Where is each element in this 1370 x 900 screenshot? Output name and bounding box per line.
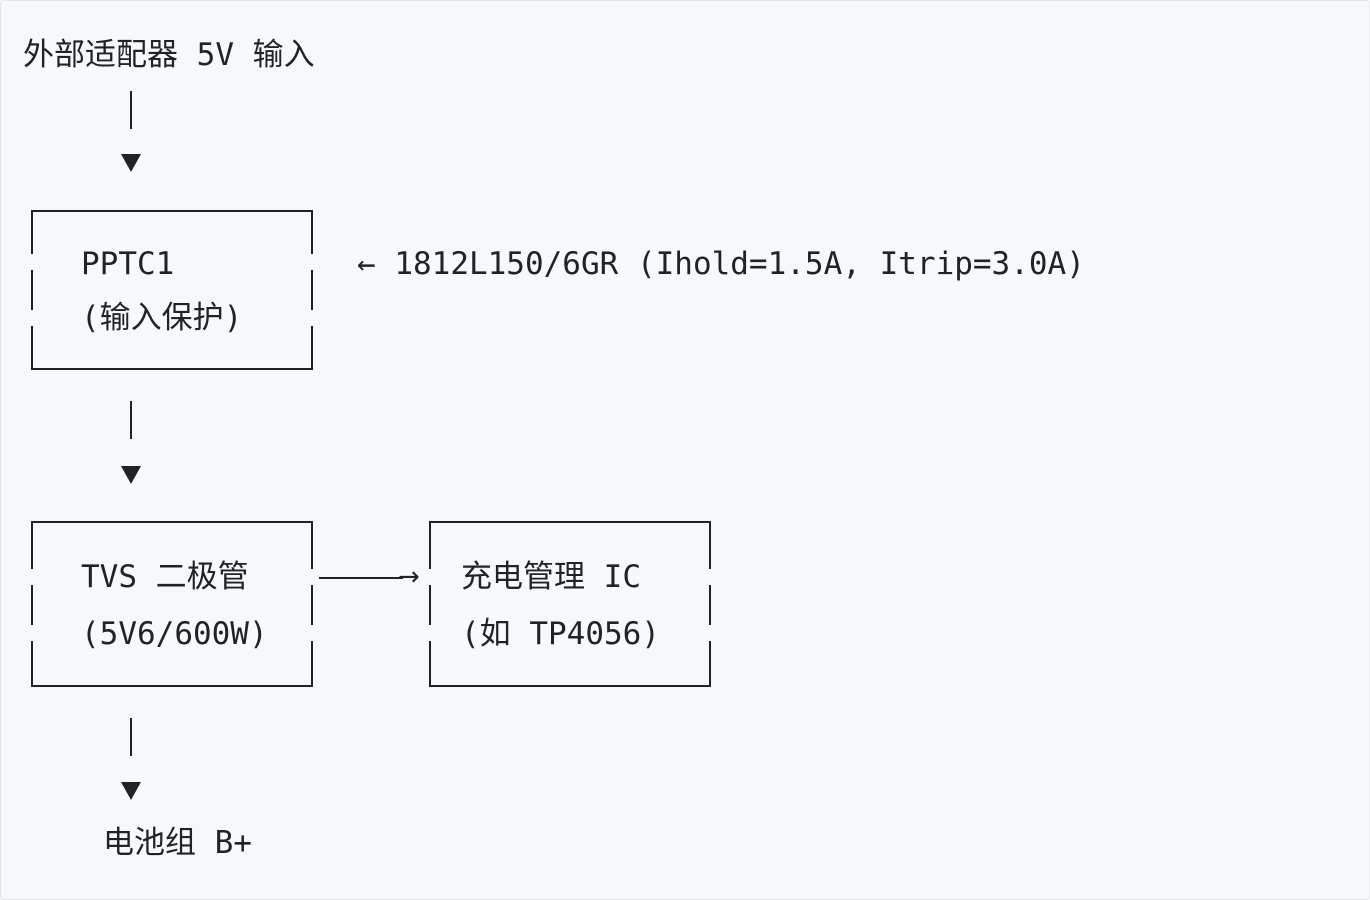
- input-label: 外部适配器 5V 输入: [23, 37, 315, 73]
- connector-input-pptc: [130, 91, 132, 129]
- connector-pptc-tvs: [130, 401, 132, 439]
- connector-tvs-battery: [130, 718, 132, 756]
- pptc-desc: (输入保护): [81, 300, 243, 336]
- battery-label: 电池组 B+: [103, 825, 252, 861]
- tvs-box: [30, 521, 314, 687]
- down-arrow-icon: [121, 466, 141, 484]
- charger-name: 充电管理 IC: [461, 559, 641, 595]
- pptc-spec-annotation: ← 1812L150/6GR (Ihold=1.5A, Itrip=3.0A): [357, 246, 1085, 282]
- tvs-desc: (5V6/600W): [81, 616, 268, 652]
- down-arrow-icon: [121, 782, 141, 800]
- pptc-name: PPTC1: [81, 246, 175, 282]
- down-arrow-icon: [121, 154, 141, 172]
- connector-tvs-charger: [319, 577, 403, 579]
- charger-desc: (如 TP4056): [461, 616, 660, 652]
- right-arrow-icon: →: [398, 562, 420, 592]
- tvs-name: TVS 二极管: [81, 559, 249, 595]
- charger-box: [428, 521, 712, 687]
- pptc-box: [30, 210, 314, 370]
